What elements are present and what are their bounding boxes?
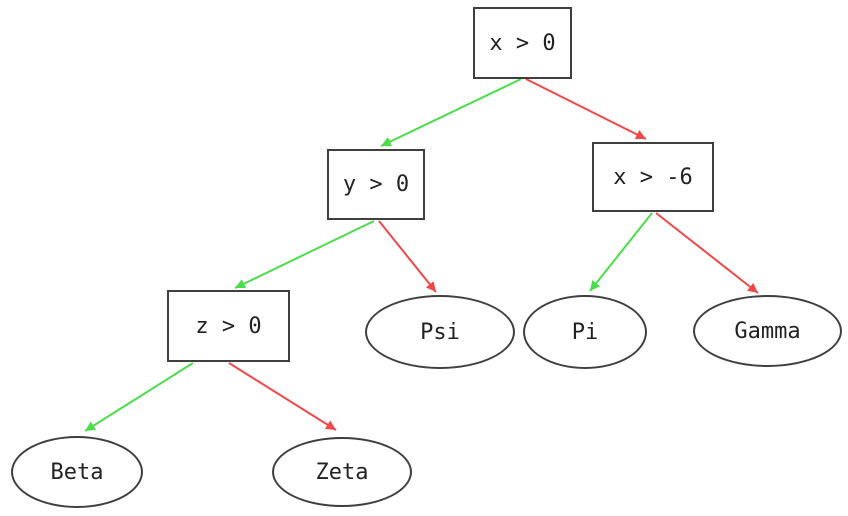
edge-true-y-to-z — [234, 220, 375, 289]
edge-false-xneg6-to-gamma — [655, 212, 759, 294]
leaf-node-psi: Psi — [365, 295, 515, 369]
decision-node-x-gt-0: x > 0 — [473, 7, 572, 79]
edge-false-y-to-psi — [378, 220, 437, 293]
decision-node-x-gt-neg6: x > -6 — [592, 142, 714, 212]
leaf-node-pi: Pi — [523, 295, 647, 369]
leaf-node-gamma: Gamma — [693, 295, 842, 367]
edge-false-root-to-xneg6 — [525, 78, 647, 140]
edge-false-z-to-zeta — [228, 362, 337, 431]
decision-node-z-gt-0: z > 0 — [167, 290, 290, 362]
leaf-node-zeta: Zeta — [272, 437, 412, 507]
edge-true-z-to-beta — [84, 362, 194, 432]
leaf-node-beta: Beta — [11, 436, 143, 508]
edge-true-root-to-y — [380, 78, 522, 147]
decision-node-y-gt-0: y > 0 — [327, 149, 425, 220]
edge-true-xneg6-to-pi — [589, 212, 653, 292]
